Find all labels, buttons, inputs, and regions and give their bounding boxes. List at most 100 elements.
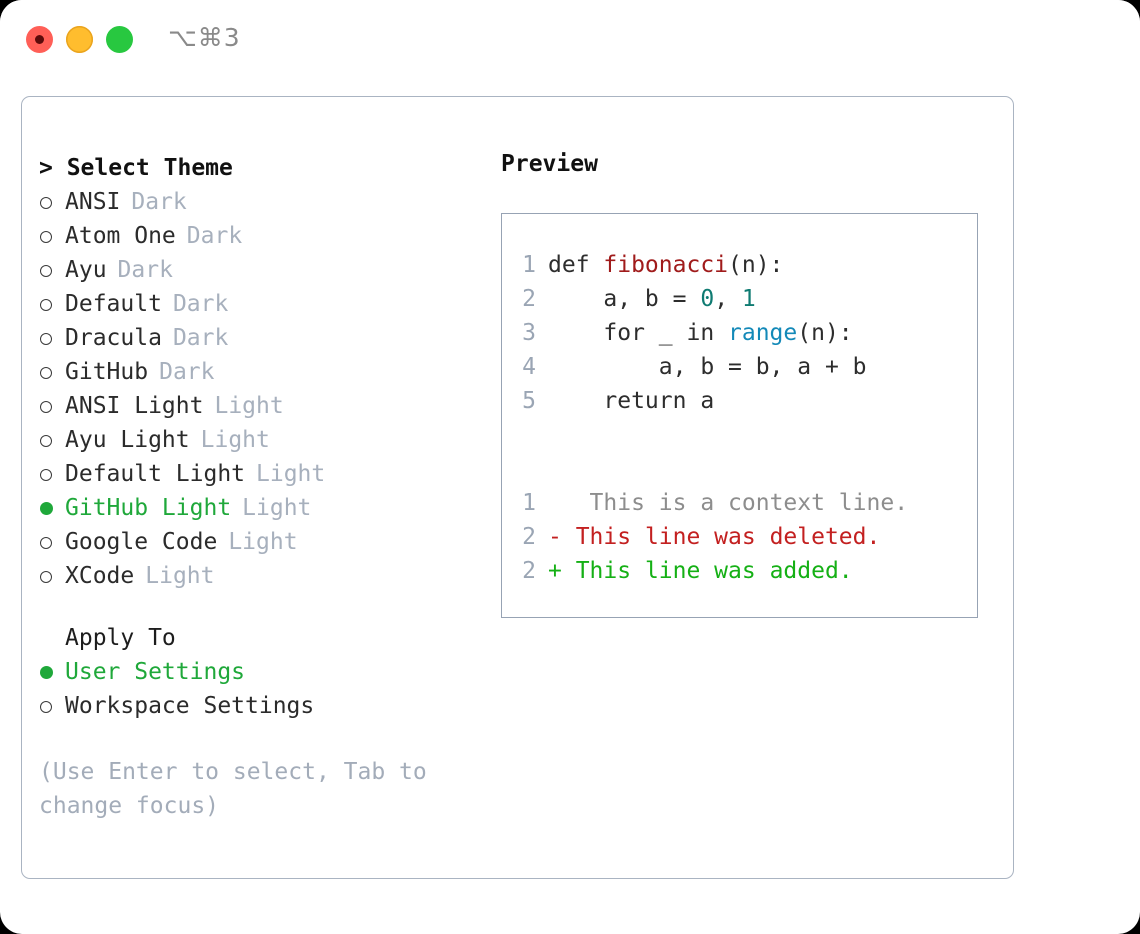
theme-item-label: Atom One [65,223,176,249]
keyboard-hint: (Use Enter to select, Tab to change focu… [39,759,427,819]
diff-sample: 1 This is a context line.2- This line wa… [502,490,977,592]
code-token: (n): [728,252,784,278]
radio-marker [39,563,65,589]
radio-unselected-icon [40,570,52,583]
code-token: def [548,252,604,278]
code-line-number: 1 [522,252,536,278]
apply-to-option-label: Workspace Settings [65,693,315,719]
radio-marker [39,427,65,453]
spacer [502,422,977,456]
traffic-lights [26,26,133,53]
diff-line: 2- This line was deleted. [502,524,977,558]
code-token: 0 [700,286,715,312]
radio-marker [39,693,65,719]
code-line: 3 for _ in range(n): [502,320,977,354]
theme-list-item[interactable]: Atom One Dark [39,219,469,253]
theme-item-label: ANSI [65,189,121,215]
radio-marker [39,189,65,215]
code-token: 1 [741,286,756,312]
radio-unselected-icon [40,264,52,277]
radio-marker [39,461,65,487]
radio-unselected-icon [40,700,52,713]
code-token: fibonacci [603,252,729,278]
theme-item-label: Google Code [65,529,218,555]
apply-to-title: Apply To [65,625,176,651]
code-line-content: for _ in range(n): [548,320,852,346]
theme-item-label: Default Light [65,461,246,487]
diff-line: 2+ This line was added. [502,558,977,592]
apply-to-option[interactable]: Workspace Settings [39,689,469,723]
radio-selected-icon [40,502,53,515]
diff-sign: - [548,524,562,550]
radio-unselected-icon [40,298,52,311]
code-line-content: a, b = 0, 1 [548,286,756,312]
theme-item-label: Dracula [65,325,162,351]
code-token: a, b = b, a + b [548,354,867,380]
theme-item-variant-tag: Dark [186,223,243,249]
zoom-button[interactable] [106,26,133,53]
radio-unselected-icon [40,230,52,243]
theme-item-variant-tag: Dark [131,189,187,215]
radio-marker [39,223,65,249]
theme-item-variant-tag: Light [200,427,270,453]
diff-line-number: 1 [522,490,536,516]
diff-line-text: This line was added. [561,558,853,584]
diff-line-text: This line was deleted. [561,524,881,550]
radio-marker [39,257,65,283]
theme-item-label: Default [65,291,162,317]
code-line-number: 5 [522,388,536,414]
theme-list-item[interactable]: ANSI Light Light [39,389,469,423]
radio-marker [39,393,65,419]
code-line: 5 return a [502,388,977,422]
apply-to-option[interactable]: User Settings [39,655,469,689]
theme-list-item[interactable]: Ayu Dark [39,253,469,287]
code-line-content: return a [548,388,714,414]
radio-unselected-icon [40,366,52,379]
theme-list-item[interactable]: Default Dark [39,287,469,321]
code-line-number: 2 [522,286,536,312]
title-bar: ⌥⌘3 [0,0,1140,80]
theme-list-item[interactable]: Google Code Light [39,525,469,559]
theme-item-variant-tag: Light [214,393,284,419]
radio-marker [39,529,65,555]
minimize-button[interactable] [66,26,93,53]
code-token: for _ in [548,320,729,346]
diff-sign [548,490,562,516]
keyboard-shortcut-label: ⌥⌘3 [168,23,241,52]
theme-item-label: Ayu [65,257,107,283]
theme-picker-header-label: > Select Theme [39,155,233,181]
theme-item-label: GitHub Light [65,495,232,521]
code-token: range [728,320,798,346]
theme-item-variant-tag: Dark [172,325,229,351]
apply-to-option-label: User Settings [65,659,246,685]
theme-item-variant-tag: Dark [172,291,229,317]
radio-selected-icon [40,666,53,679]
theme-list-item[interactable]: ANSI Dark [39,185,469,219]
code-line: 2 a, b = 0, 1 [502,286,977,320]
code-token: a, b = [548,286,701,312]
radio-marker [39,291,65,317]
theme-item-label: ANSI Light [65,393,204,419]
diff-line: 1 This is a context line. [502,490,977,524]
theme-item-variant-tag: Dark [117,257,173,283]
theme-list-item[interactable]: Dracula Dark [39,321,469,355]
theme-item-variant-tag: Dark [159,359,215,385]
spacer [502,456,977,490]
close-button[interactable] [26,26,53,53]
code-line-content: def fibonacci(n): [548,252,783,278]
radio-unselected-icon [40,468,52,481]
theme-item-variant-tag: Light [228,529,298,555]
code-line-content: a, b = b, a + b [548,354,867,380]
theme-item-variant-tag: Light [242,495,312,521]
theme-list-item[interactable]: GitHub Light Light [39,491,469,525]
